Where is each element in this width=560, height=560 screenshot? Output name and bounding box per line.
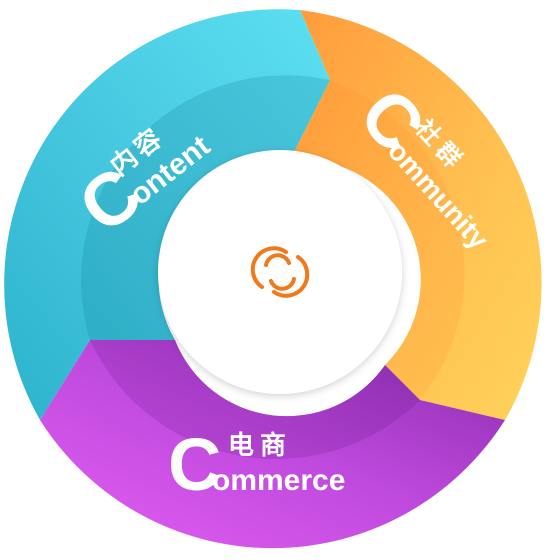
- interlocking-rings-icon: [250, 246, 310, 298]
- commerce-initial: C: [168, 423, 221, 506]
- segment-community: [290, 10, 542, 420]
- segment-content: [4, 9, 330, 421]
- segment-commerce-inner-shade: [90, 340, 420, 460]
- commerce-word: ommerce: [212, 464, 345, 497]
- commerce-label: C ommerce 电商: [168, 423, 345, 506]
- center-circle: [158, 150, 402, 394]
- segment-commerce: [40, 340, 505, 549]
- segment-content-inner-shade: [81, 75, 330, 340]
- commerce-chinese: 电商: [228, 430, 292, 461]
- segment-community-inner-shade: [290, 80, 465, 400]
